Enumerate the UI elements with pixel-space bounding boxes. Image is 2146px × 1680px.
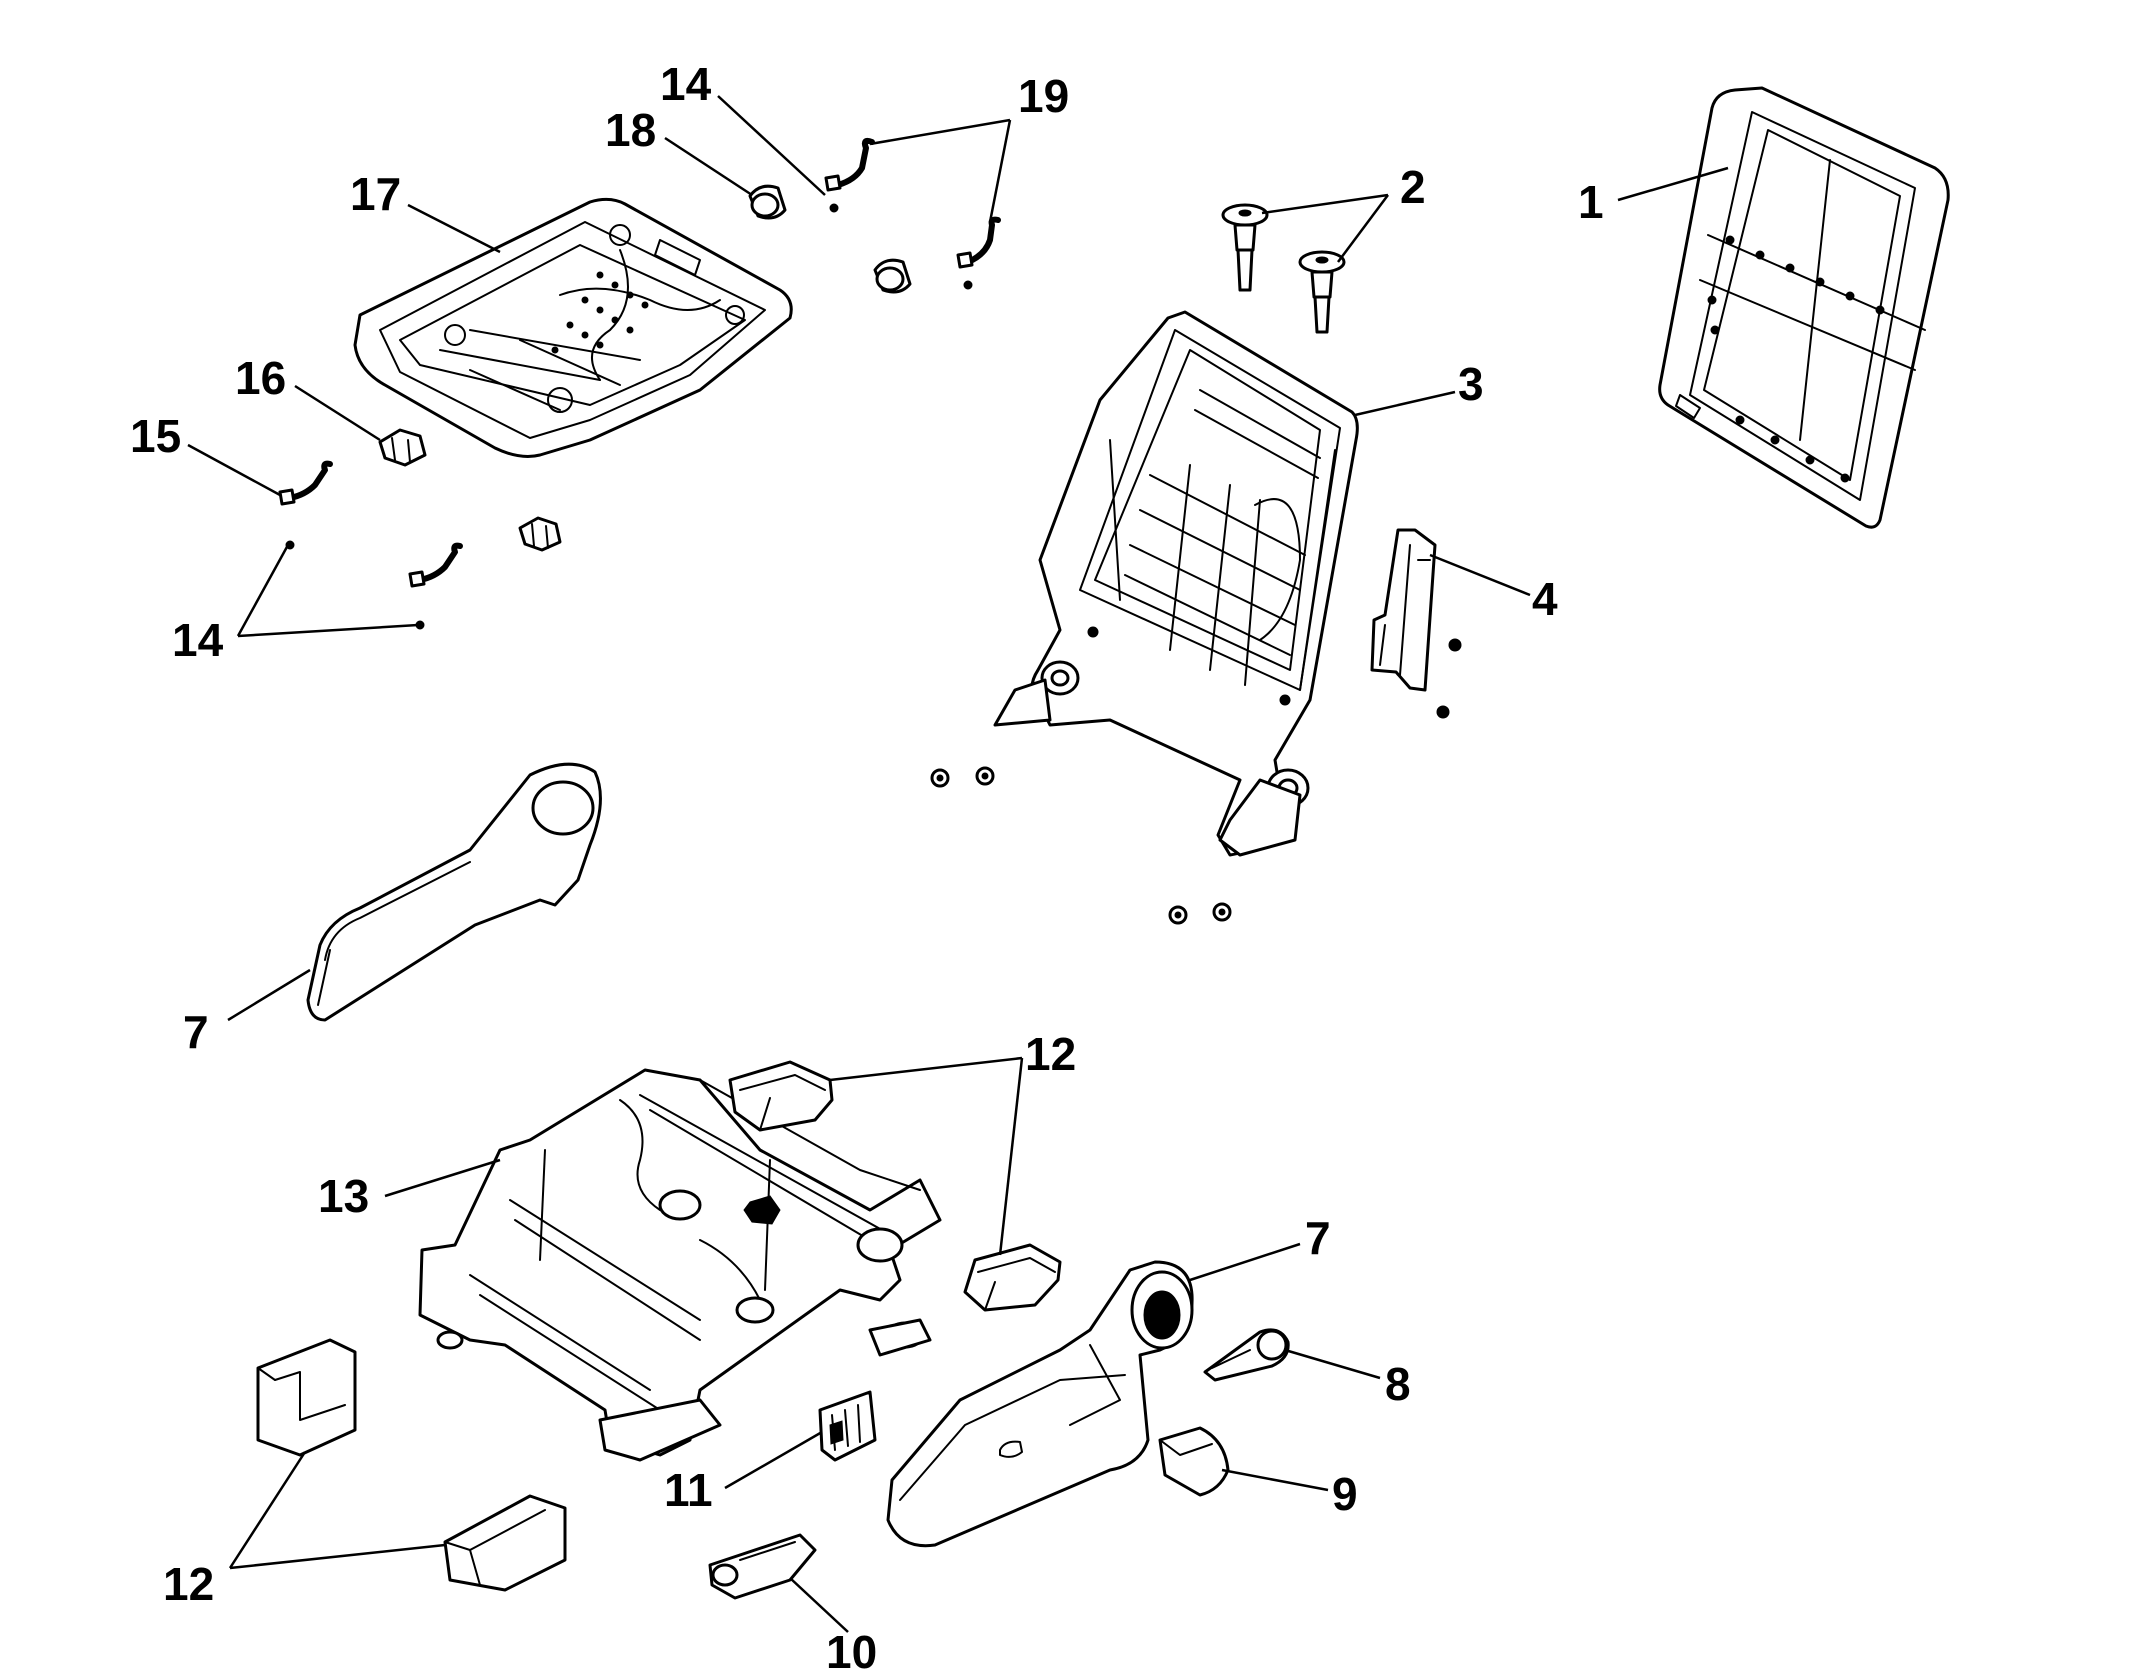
- callout-13: 13: [318, 1170, 369, 1222]
- callout-9: 9: [1332, 1468, 1358, 1520]
- part-7-side-shield-right: [886, 1260, 1194, 1548]
- callout-4: 4: [1532, 573, 1558, 625]
- part-8-recliner-handle: [1203, 1328, 1290, 1382]
- part-15-wire-clip: [278, 460, 463, 630]
- callout-14-lower: 14: [172, 614, 224, 666]
- part-3-seatback-frame: [993, 310, 1359, 857]
- callout-18: 18: [605, 104, 656, 156]
- part-4-side-bracket: [1370, 528, 1437, 692]
- part-11-switch-module: [818, 1390, 877, 1462]
- callout-10: 10: [826, 1626, 877, 1678]
- callout-11: 11: [664, 1464, 713, 1516]
- part-12-covers: [256, 1060, 1062, 1592]
- leader-lines: [187, 95, 1729, 1633]
- callout-7-right: 7: [1305, 1212, 1331, 1264]
- callout-16: 16: [235, 352, 286, 404]
- part-18-bushing: [748, 184, 973, 294]
- callout-2: 2: [1400, 161, 1426, 213]
- callout-17: 17: [350, 168, 401, 220]
- callout-12-lower: 12: [163, 1558, 214, 1610]
- part-10-switch-knob: [708, 1533, 817, 1600]
- part-19-wire-clips: [824, 137, 1001, 269]
- part-17-seat-cushion-pan: [353, 197, 793, 458]
- callout-7-left: 7: [183, 1006, 209, 1058]
- callout-labels: 1 2 3 4 7 7 8 9 10 11 12 12 13 14 14 15 …: [130, 58, 1604, 1678]
- seatback-fasteners: [930, 638, 1462, 925]
- part-7-side-shield-left: [306, 762, 602, 1022]
- callout-3: 3: [1458, 358, 1484, 410]
- callout-15: 15: [130, 410, 181, 462]
- part-9-handle-cover: [1158, 1426, 1230, 1497]
- callout-12-upper: 12: [1025, 1028, 1076, 1080]
- callout-14-upper: 14: [660, 58, 712, 110]
- callout-1: 1: [1578, 176, 1604, 228]
- part-16-clips: [378, 428, 562, 552]
- part-2-headrest-guides: [1221, 203, 1346, 334]
- part-1-seatback-panel: [1658, 86, 1950, 529]
- part-13-seat-track-base: [418, 1068, 942, 1462]
- callout-8: 8: [1385, 1358, 1411, 1410]
- callout-19: 19: [1018, 70, 1069, 122]
